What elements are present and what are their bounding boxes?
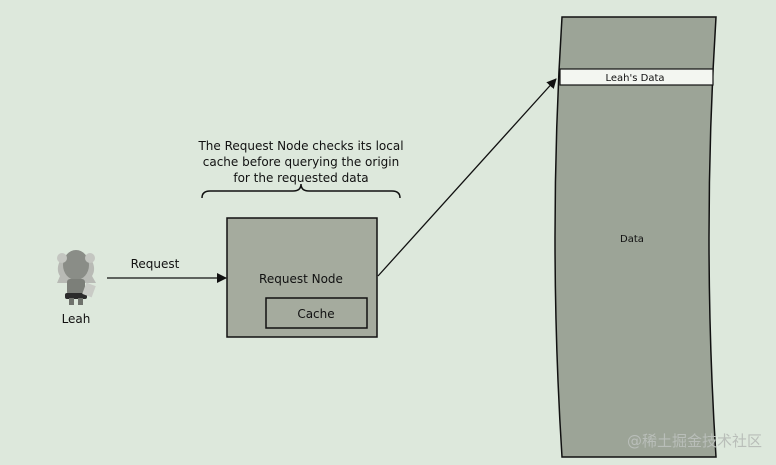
user-figure [57, 250, 96, 305]
hair-bun-left-icon [57, 253, 67, 263]
user-label: Leah [62, 312, 91, 326]
annotation-line-2: cache before querying the origin [203, 155, 399, 169]
annotation-brace [201, 183, 401, 199]
leahs-data-label: Leah's Data [605, 73, 664, 84]
bag-icon [82, 282, 96, 298]
hair-bun-right-icon [85, 253, 95, 263]
cache-box [265, 297, 368, 329]
watermark: @稀土掘金技术社区 [626, 432, 762, 450]
head-icon [63, 250, 89, 280]
leg-left-icon [69, 298, 74, 305]
annotation-line-1: The Request Node checks its local [197, 139, 403, 153]
skirt-icon [65, 293, 87, 299]
data-store-label: Data [620, 234, 644, 245]
data-store-shape [554, 16, 717, 458]
annotation-line-3: for the requested data [233, 171, 368, 185]
torso-icon [67, 279, 85, 295]
leg-right-icon [78, 298, 83, 305]
request-edge-label: Request [131, 257, 180, 271]
cache-label: Cache [297, 307, 334, 321]
leahs-data-row [559, 68, 714, 86]
origin-query-arrow [377, 78, 557, 277]
request-node-label: Request Node [259, 272, 343, 286]
